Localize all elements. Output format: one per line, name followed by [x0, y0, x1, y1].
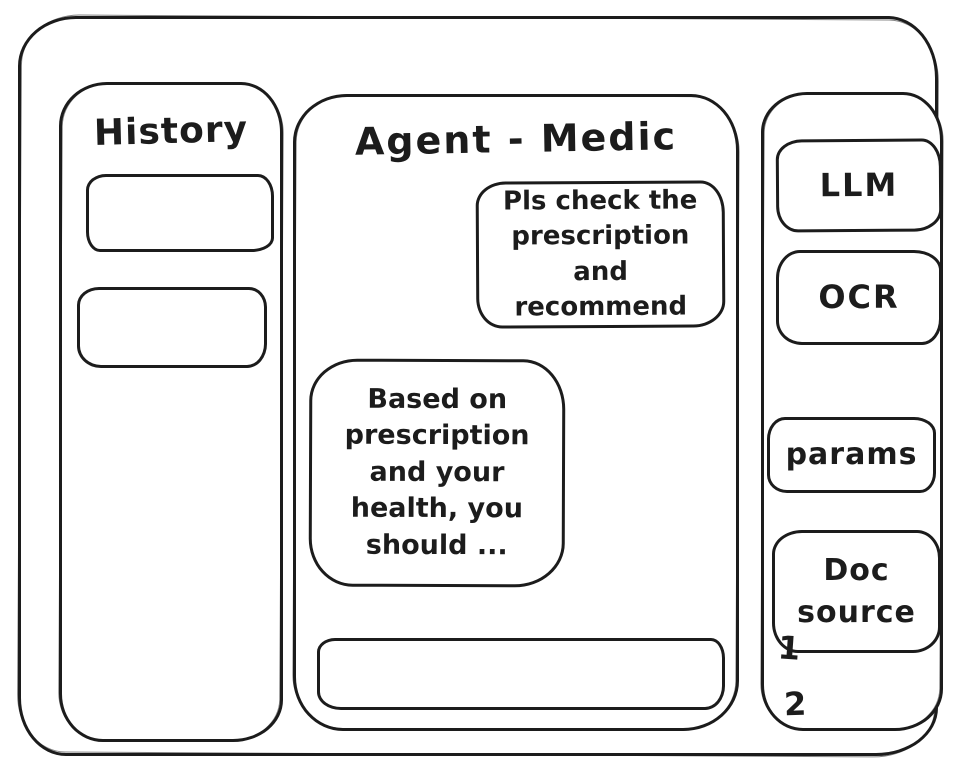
history-title: History [93, 108, 249, 155]
assistant-message-bubble: Based on prescription and your health, y… [308, 358, 566, 588]
ocr-button[interactable]: OCR [776, 250, 942, 345]
chat-panel: Agent - Medic Pls check the prescription… [293, 94, 739, 731]
app-window-frame: History Agent - Medic Pls check the pres… [18, 16, 943, 756]
doc-source-button[interactable]: Doc source [772, 530, 941, 653]
history-item[interactable] [86, 174, 274, 252]
page-title: Agent - Medic [354, 114, 678, 164]
history-item[interactable] [77, 287, 267, 368]
doc-source-item-2: 2 [783, 684, 807, 724]
tools-sidebar: LLM OCR params Doc source 1 2 [761, 92, 943, 731]
doc-source-item-1: 1 [776, 628, 802, 668]
chat-input[interactable] [317, 638, 725, 710]
llm-button[interactable]: LLM [775, 138, 943, 233]
history-sidebar: History [59, 82, 283, 742]
user-message-bubble: Pls check the prescription and recommend [475, 180, 726, 329]
params-button[interactable]: params [767, 417, 936, 493]
